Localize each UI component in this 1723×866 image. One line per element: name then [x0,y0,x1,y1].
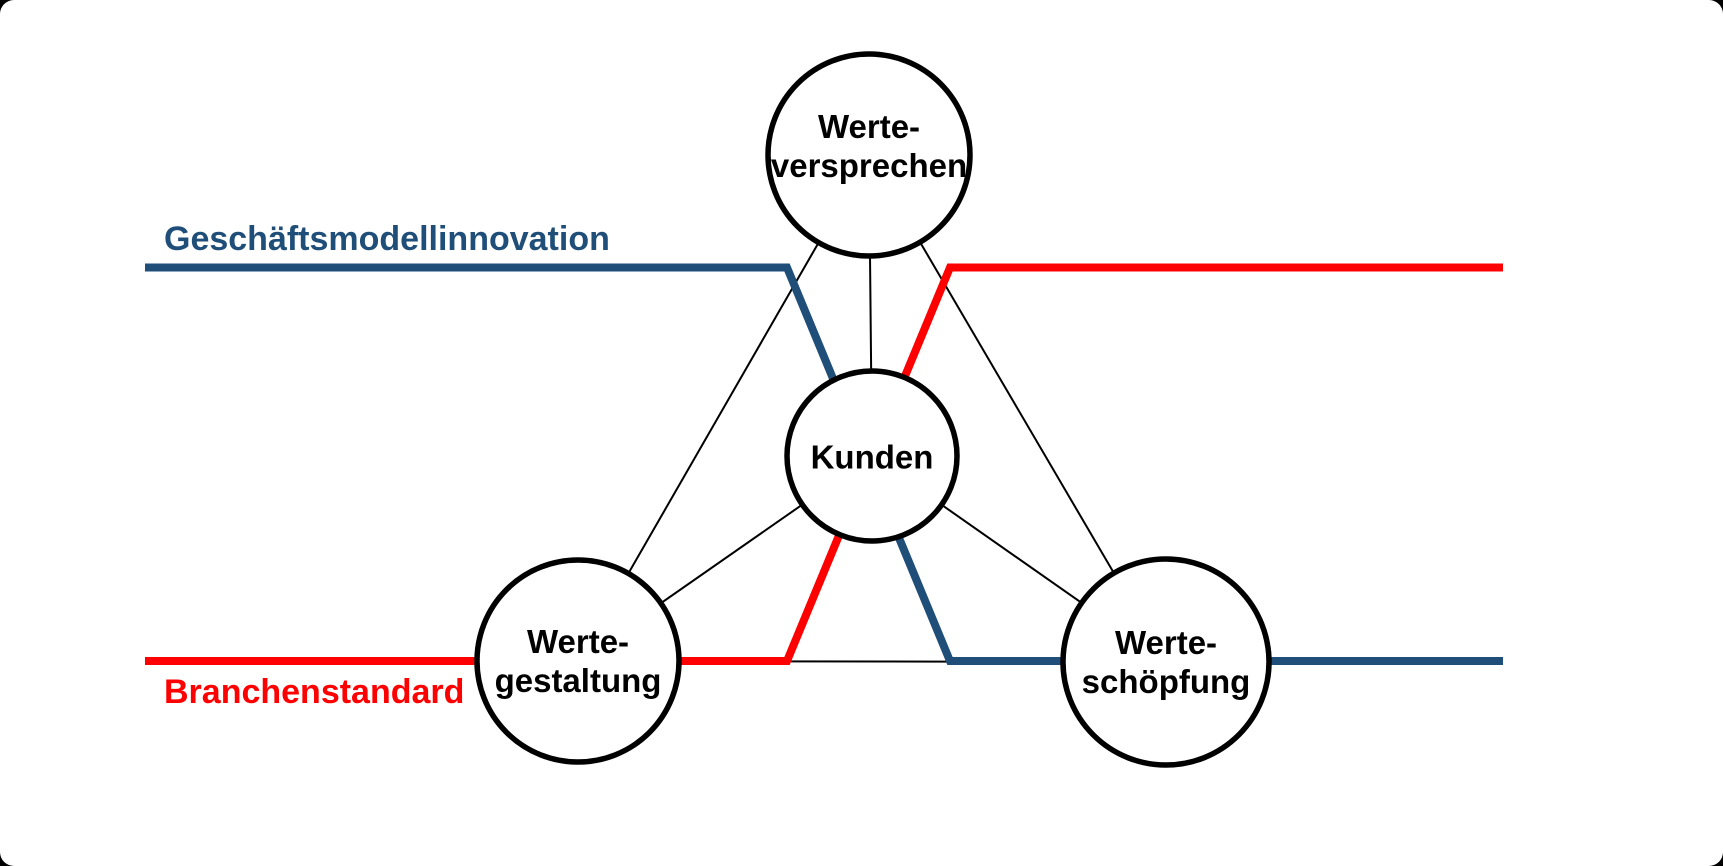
node-label-line: Kunden [810,438,934,476]
geschaeftsmodellinnovation-label: Geschäftsmodellinnovation [164,220,610,258]
node-circle-wertegestaltung [474,557,682,765]
node-label-line: Werte- [526,623,630,660]
node-label-wertegestaltung: Werte- gestaltung [428,622,728,700]
node-label-kunden: Kunden [722,438,1022,477]
node-label-werteschoepfung: Werte- schöpfung [1016,623,1316,701]
node-label-werteversprechen: Werte- versprechen [719,107,1019,185]
node-label-line: schöpfung [1081,663,1251,700]
node-label-line: gestaltung [494,662,662,699]
node-circle-werteversprechen [765,51,973,259]
node-label-line: Werte- [817,108,921,145]
node-circle-werteschoepfung [1060,556,1272,768]
node-label-line: Werte- [1114,624,1218,661]
node-label-line: versprechen [770,147,968,184]
branchenstandard-label: Branchenstandard [164,673,465,711]
node-circle-kunden [784,368,960,544]
